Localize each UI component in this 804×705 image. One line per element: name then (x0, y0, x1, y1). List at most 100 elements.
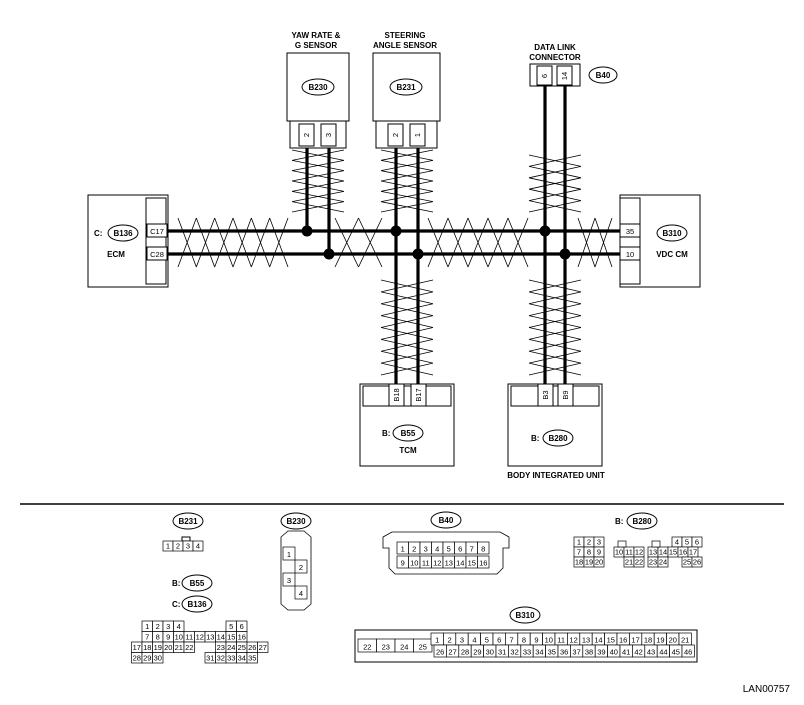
b136-pin: 13 (206, 633, 214, 642)
b136-pin: 26 (248, 643, 256, 652)
connector-view-b230: B230 1 2 3 4 (280, 512, 312, 611)
b280-cell (593, 556, 605, 568)
tcm-module: B18 B17 B: B55 TCM (359, 383, 455, 467)
b310-pin: 15 (607, 636, 615, 645)
b230-pin: 2 (299, 563, 303, 572)
b230-pin: 4 (299, 589, 303, 598)
b280-pin: 6 (695, 538, 699, 547)
b40-pin: 15 (468, 559, 476, 568)
b280-pin: 1 (577, 538, 581, 547)
b136-pin: 1 (145, 622, 149, 631)
b310-pin: 21 (681, 636, 689, 645)
b40-pin: 16 (479, 559, 487, 568)
b40-pin: 5 (447, 545, 451, 554)
b136-pin: 7 (145, 633, 149, 642)
b280-pin: 2 (587, 538, 591, 547)
twist-mark (334, 217, 383, 268)
twist-mark (177, 217, 289, 268)
b40-pin: 7 (470, 545, 474, 554)
b280-pin: 17 (689, 548, 697, 557)
steer-pin-2: 2 (391, 133, 400, 137)
dlc-pin-14: 14 (560, 72, 569, 80)
b280-view-label: B280 (632, 517, 652, 526)
b136-pin: 22 (185, 643, 193, 652)
b310-pin: 8 (522, 636, 526, 645)
b40-pin: 4 (435, 545, 439, 554)
b136-pin: 30 (154, 654, 162, 663)
tcm-connector-id: B55 (401, 429, 416, 438)
ecm-connector-id: B136 (113, 229, 133, 238)
vdc-connector-id: B310 (662, 229, 682, 238)
b310-pin: 4 (472, 636, 476, 645)
b310-pin: 10 (545, 636, 553, 645)
b280-pin: 24 (659, 558, 667, 567)
b136-pin: 25 (238, 643, 246, 652)
b40-cell (477, 541, 490, 555)
b280-pin: 21 (625, 558, 633, 567)
ecm-prefix: C: (94, 229, 102, 238)
b136-view-label: B136 (187, 600, 207, 609)
b280-prefix: B: (615, 517, 623, 526)
b310-view-label: B310 (515, 611, 535, 620)
data-link-connector: DATA LINK CONNECTOR 6 14 B40 (529, 43, 618, 87)
yaw-title-2: G SENSOR (295, 41, 337, 50)
b310-pin: 39 (597, 648, 605, 657)
b280-pin: 5 (685, 538, 689, 547)
dlc-connector-id: B40 (596, 71, 611, 80)
b310-pin: 1 (435, 636, 439, 645)
yaw-rate-g-sensor: YAW RATE & G SENSOR B230 2 3 (286, 31, 350, 149)
b136-pin: 5 (229, 622, 233, 631)
b136-pin: 8 (156, 633, 160, 642)
b310-pin: 32 (510, 648, 518, 657)
b40-pin: 10 (410, 559, 418, 568)
b40-view-label: B40 (439, 516, 454, 525)
vdc-pin-10: 10 (626, 250, 634, 259)
b280-pin: 16 (679, 548, 687, 557)
b136-pin: 4 (177, 622, 181, 631)
b40-pin: 14 (456, 559, 464, 568)
figure-id: LAN00757 (743, 684, 791, 695)
b310-pin: 29 (473, 648, 481, 657)
b280-pin: 13 (649, 548, 657, 557)
b310-pin: 28 (461, 648, 469, 657)
biu-prefix: B: (531, 434, 539, 443)
b280-pin: 23 (649, 558, 657, 567)
b310-pin: 25 (419, 643, 427, 652)
twist-mark (427, 217, 529, 268)
b40-pin: 12 (433, 559, 441, 568)
b310-pin: 45 (672, 648, 680, 657)
b136-pin: 17 (133, 643, 141, 652)
b40-pin: 13 (445, 559, 453, 568)
b136-pin: 3 (166, 622, 170, 631)
b40-housing (382, 531, 510, 575)
b280-pin: 3 (597, 538, 601, 547)
b231-cell (192, 540, 204, 552)
b136-pin: 24 (227, 643, 235, 652)
b310-pin: 17 (631, 636, 639, 645)
splice-dot (539, 225, 551, 237)
b136-pin: 15 (227, 633, 235, 642)
b55-view-label: B55 (190, 579, 205, 588)
splice-dot (323, 248, 335, 260)
b136-pin: 6 (240, 622, 244, 631)
tcm-pin-b17: B17 (414, 388, 423, 401)
biu-name: BODY INTEGRATED UNIT (507, 471, 605, 480)
b310-pin: 2 (448, 636, 452, 645)
splice-dot (301, 225, 313, 237)
b310-pin: 38 (585, 648, 593, 657)
twisted-pair-marks (177, 149, 613, 376)
b310-pin: 40 (610, 648, 618, 657)
b310-cell (413, 638, 433, 653)
b310-pin: 22 (363, 643, 371, 652)
b310-pin: 9 (534, 636, 538, 645)
b136-cell (257, 641, 269, 653)
steering-angle-sensor: STEERING ANGLE SENSOR B231 2 1 (372, 31, 441, 149)
b310-pin: 11 (557, 636, 565, 645)
ecm-module: C17 C28 C: B136 ECM (87, 194, 169, 288)
b136-pin: 21 (175, 643, 183, 652)
b280-pin: 11 (625, 548, 633, 557)
twist-mark (380, 149, 434, 213)
